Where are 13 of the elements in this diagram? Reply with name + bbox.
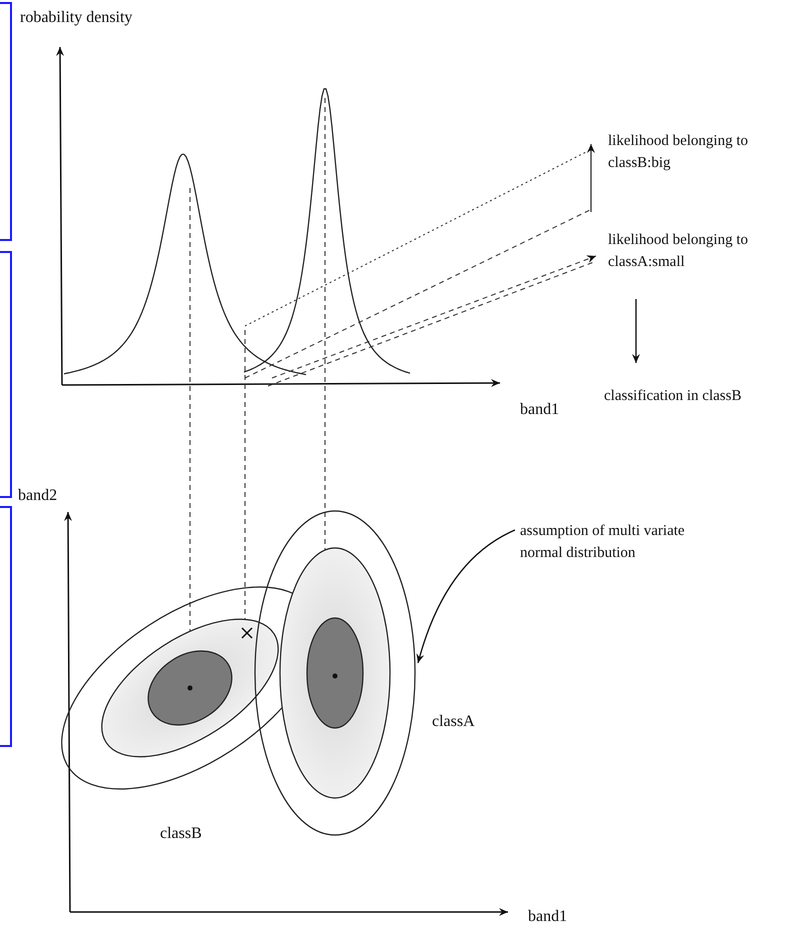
annotation-text: assumption of multi variate normal distribution (520, 520, 720, 564)
axis-label: band1 (528, 907, 568, 927)
leader-line (416, 529, 516, 664)
annotation-text: likelihood belonging to classA:small (608, 229, 758, 273)
class-label: classB (160, 824, 202, 844)
axis-label: band1 (520, 400, 560, 420)
axis-label: band2 (18, 486, 58, 506)
axis-label: robability density (20, 8, 132, 28)
annotation-text: classification in classB (604, 385, 789, 407)
arrow (632, 299, 640, 363)
annotation-text: likelihood belonging to classB:big (608, 130, 758, 174)
class-label: classA (432, 712, 475, 732)
outer-ellipse (254, 510, 416, 836)
